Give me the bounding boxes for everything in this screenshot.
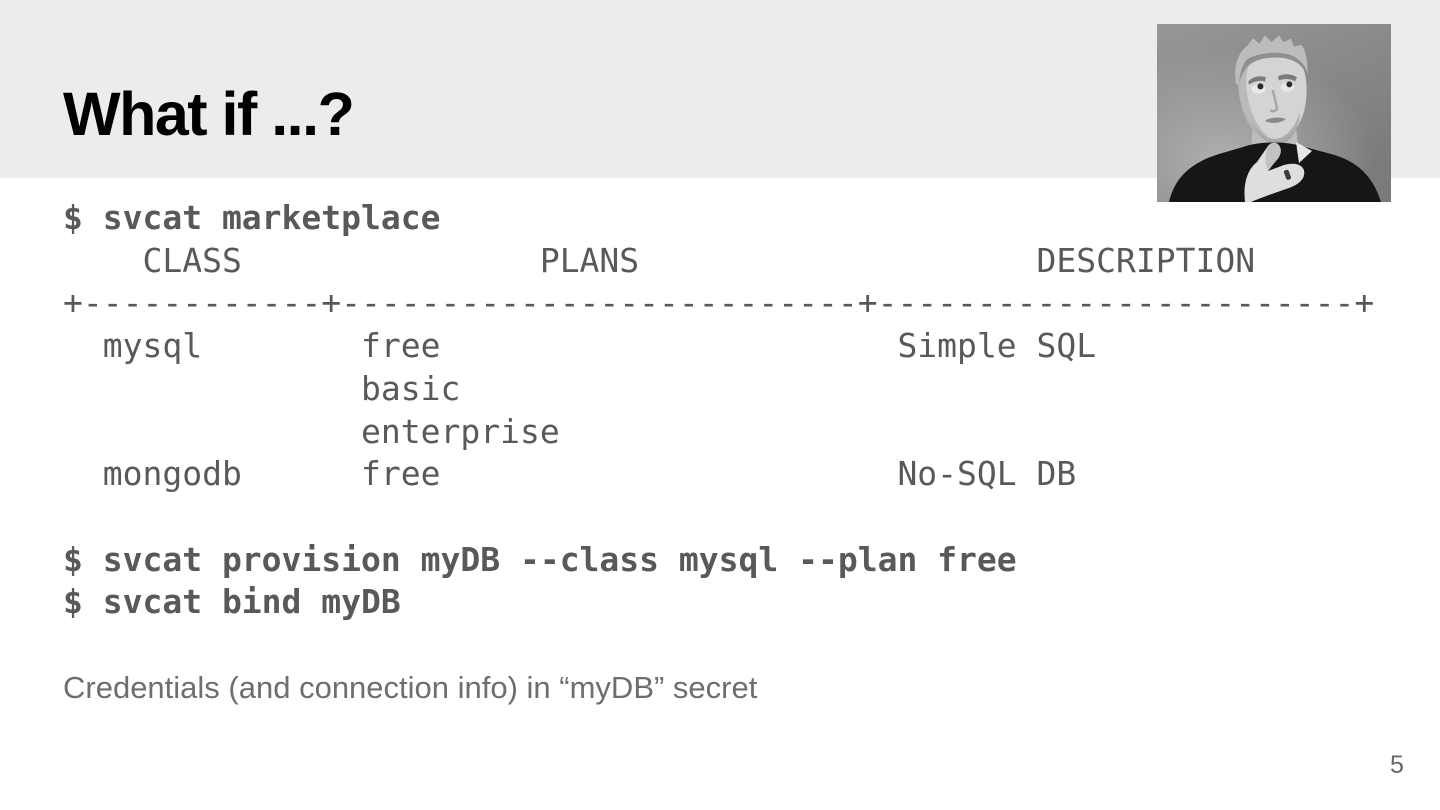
terminal-line: mongodb free No-SQL DB — [63, 454, 1077, 494]
terminal-line: $ svcat provision myDB --class mysql --p… — [63, 539, 1017, 579]
thinking-man-photo — [1157, 24, 1391, 202]
terminal-line — [63, 496, 1374, 539]
page-number: 5 — [1390, 751, 1404, 779]
terminal-line: basic — [63, 368, 461, 408]
terminal-line: $ svcat marketplace — [63, 198, 441, 237]
terminal-output: $ svcat marketplace CLASS PLANS DESCRIPT… — [63, 197, 1374, 624]
terminal-line: mysql free Simple SQL — [63, 326, 1097, 366]
credentials-note: Credentials (and connection info) in “my… — [63, 670, 758, 705]
slide-title: What if ...? — [63, 80, 355, 148]
terminal-line: $ svcat bind myDB — [63, 582, 401, 622]
terminal-line: CLASS PLANS DESCRIPTION — [63, 240, 1256, 280]
terminal-line: enterprise — [63, 411, 560, 451]
thinking-man-illustration — [1157, 24, 1391, 202]
terminal-line: +------------+--------------------------… — [63, 283, 1375, 323]
